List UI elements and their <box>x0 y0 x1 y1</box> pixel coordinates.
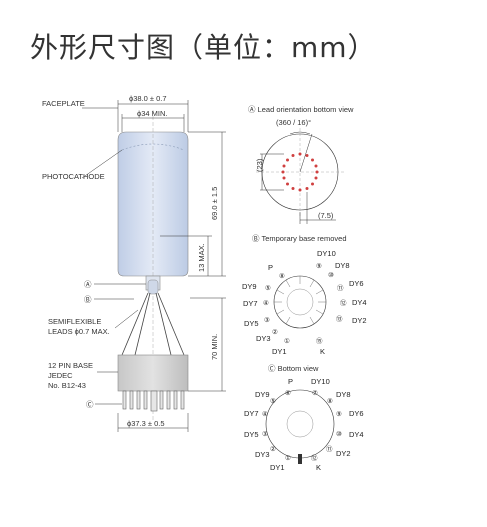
view-c-pin-label: DY1 <box>270 463 285 472</box>
view-c-pin-label: DY5 <box>244 430 259 439</box>
view-a-side-dim: (23) <box>255 158 264 172</box>
view-a-title: Ⓐ Lead orientation bottom view <box>248 105 354 114</box>
view-b-pin-num: ⑮ <box>316 337 323 345</box>
dim-outer-diameter: ϕ38.0 ± 0.7 <box>129 94 167 103</box>
view-c-pin-num: ⑨ <box>336 410 342 418</box>
view-b-pin-label: DY5 <box>244 319 259 328</box>
view-c-pin-label: DY7 <box>244 409 259 418</box>
view-b-pin-label: DY1 <box>272 347 287 356</box>
view-c-pin-num: ⑩ <box>336 430 342 438</box>
view-c-pin-num: ⑤ <box>270 397 276 405</box>
dim-inner-diameter: ϕ34 MIN. <box>137 109 167 118</box>
view-c-pin-num: ⑪ <box>326 445 333 453</box>
view-b-pin-label: DY3 <box>256 334 271 343</box>
view-b-pin-label: DY7 <box>243 299 258 308</box>
view-b-pin-num: ⑤ <box>265 284 271 292</box>
label-semiflexible: SEMIFLEXIBLE <box>48 317 101 326</box>
view-b-diagram <box>273 275 327 329</box>
view-c-pin-label: P <box>288 377 293 386</box>
mark-c: Ⓒ <box>86 400 94 409</box>
view-c-pin-num: ④ <box>262 410 268 418</box>
view-c-pin-label: DY3 <box>255 450 270 459</box>
mark-b: Ⓑ <box>84 295 92 304</box>
view-c-diagram <box>265 389 335 464</box>
view-b-title: Ⓑ Temporary base removed <box>252 234 347 243</box>
dim-length: 69.0 ± 1.5 <box>210 187 219 220</box>
view-b-pin-num: ③ <box>264 316 270 324</box>
view-b-pin-num: ① <box>284 337 290 345</box>
dim-total: 70 MIN. <box>210 334 219 360</box>
view-c-pin-label: K <box>316 463 321 472</box>
view-b-pin-label: DY9 <box>242 282 257 291</box>
view-b-pin-num: ⑨ <box>316 262 322 270</box>
tube-body <box>117 110 189 420</box>
view-b-pin-num: ② <box>272 328 278 336</box>
view-b-pin-label: DY4 <box>352 298 367 307</box>
label-faceplate: FACEPLATE <box>42 99 85 108</box>
view-c-pin-num: ① <box>285 454 291 462</box>
mark-a: Ⓐ <box>84 280 92 289</box>
label-jedec: JEDEC <box>48 371 73 380</box>
view-c-pin-label: DY2 <box>336 449 351 458</box>
label-base-number: No. B12-43 <box>48 381 86 390</box>
view-b-pin-num: ⑧ <box>279 272 285 280</box>
view-c-pin-num: ③ <box>262 430 268 438</box>
label-photocathode: PHOTOCATHODE <box>42 172 105 181</box>
view-c-pin-label: DY10 <box>311 377 330 386</box>
view-b-pin-label: P <box>268 263 273 272</box>
view-c-pin-num: ⑫ <box>311 454 318 462</box>
tube-dimension-lines <box>81 100 226 432</box>
view-b-pin-num: ④ <box>263 299 269 307</box>
view-a-pin-dots <box>281 152 319 192</box>
view-c-pin-label: DY8 <box>336 390 351 399</box>
view-c-pin-num: ⑦ <box>312 389 318 397</box>
view-b-pin-num: ⑪ <box>337 284 344 292</box>
dim-base-diameter: ϕ37.3 ± 0.5 <box>127 419 165 428</box>
view-b-pin-label: DY8 <box>335 261 350 270</box>
view-a-diagram <box>256 128 344 224</box>
view-c-pin-num: ⑧ <box>327 397 333 405</box>
view-c-pin-num: ⑥ <box>285 389 291 397</box>
view-b-pin-label: K <box>320 347 325 356</box>
view-b-pin-num: ⑩ <box>328 271 334 279</box>
page-title: 外形尺寸图（单位：mm） <box>30 31 377 64</box>
label-leads: LEADS ϕ0.7 MAX. <box>48 327 110 336</box>
view-c-pin-label: DY4 <box>349 430 364 439</box>
dim-neck: 13 MAX. <box>197 243 206 272</box>
view-c-pin-label: DY9 <box>255 390 270 399</box>
view-b-pin-label: DY2 <box>352 316 367 325</box>
view-a-bottom-dim: (7.5) <box>318 211 334 220</box>
view-b-pin-num: ⑫ <box>340 299 347 307</box>
view-b-pin-label: DY10 <box>317 249 336 258</box>
view-a-angle: (360 / 16)° <box>276 118 311 127</box>
view-c-pin-label: DY6 <box>349 409 364 418</box>
view-c-title: Ⓒ Bottom view <box>268 364 319 373</box>
view-b-pin-num: ⑬ <box>336 315 343 323</box>
label-pin-base: 12 PIN BASE <box>48 361 93 370</box>
view-c-pin-num: ② <box>270 445 276 453</box>
view-b-pin-label: DY6 <box>349 279 364 288</box>
